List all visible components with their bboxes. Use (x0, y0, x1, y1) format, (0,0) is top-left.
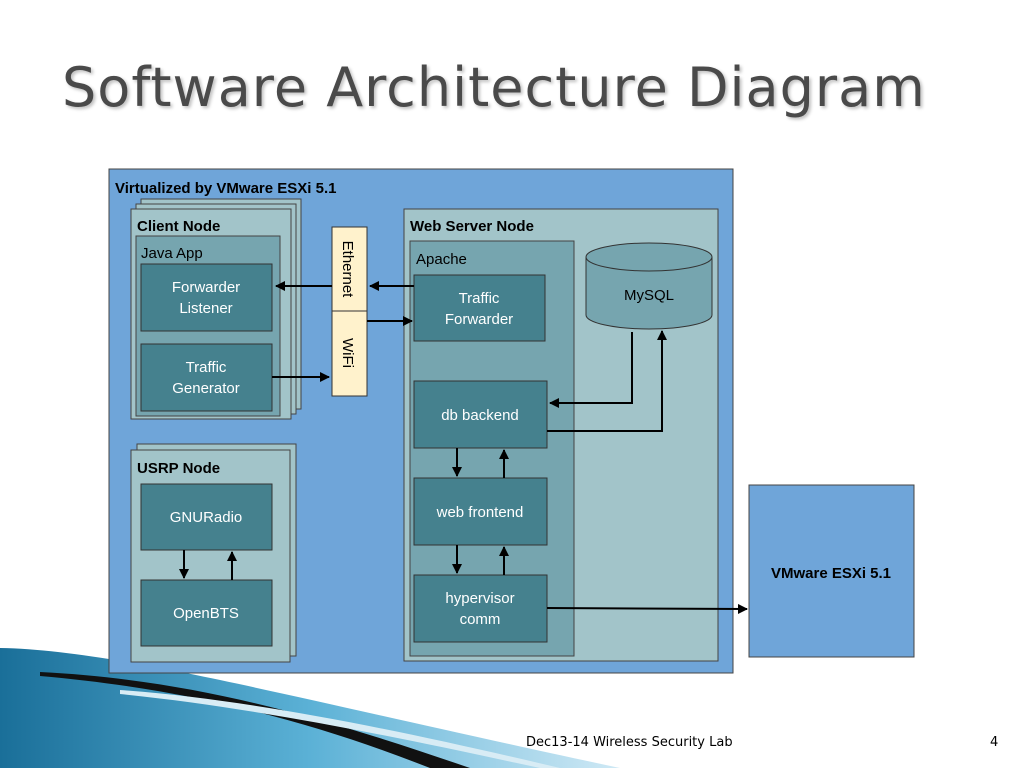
virtualization-label: Virtualized by VMware ESXi 5.1 (115, 180, 336, 197)
mysql-database-icon: MySQL (585, 242, 713, 330)
gnuradio-label: GNURadio (170, 509, 243, 526)
mysql-label: MySQL (624, 287, 674, 304)
slide-title: Software Architecture Diagram (62, 56, 926, 119)
forwarder-listener-box (140, 263, 273, 332)
decorative-swoosh (0, 648, 620, 768)
arrow-db-to-mysql (547, 330, 667, 432)
connection-arrows (179, 281, 748, 614)
traffic-generator-label-1: Traffic (186, 359, 227, 376)
traffic-generator-label-2: Generator (172, 380, 240, 397)
hypervisor-comm-box (413, 574, 548, 643)
db-backend-label: db backend (441, 407, 519, 424)
traffic-forwarder-label-2: Forwarder (445, 311, 513, 328)
footer-text: Dec13-14 Wireless Security Lab (526, 735, 733, 750)
usrp-node-label: USRP Node (137, 460, 220, 477)
arrow-mysql-to-db (549, 332, 633, 408)
traffic-generator-box (140, 343, 273, 412)
forwarder-listener-label-1: Forwarder (172, 279, 240, 296)
web-frontend-label: web frontend (436, 504, 524, 521)
client-node: Client Node Java App Forwarder Listener … (130, 198, 302, 420)
gnuradio-box (140, 483, 273, 551)
web-server-node: Web Server Node Apache Traffic Forwarder… (403, 208, 719, 662)
db-backend-box (413, 380, 548, 449)
apache-label: Apache (416, 251, 467, 268)
web-frontend-box (413, 477, 548, 546)
page-number: 4 (990, 735, 999, 750)
wifi-box (331, 310, 368, 397)
esxi-box (748, 484, 915, 658)
hypervisor-comm-label-2: comm (460, 611, 501, 628)
traffic-forwarder-label-1: Traffic (459, 290, 500, 307)
arrow-hypervisor-to-esxi (546, 603, 748, 614)
ethernet-label: Ethernet (339, 241, 356, 299)
network-interfaces: Ethernet WiFi (331, 226, 368, 397)
wifi-label: WiFi (339, 338, 356, 368)
ethernet-box (331, 226, 368, 312)
openbts-label: OpenBTS (173, 605, 239, 622)
client-node-label: Client Node (137, 218, 220, 235)
usrp-node: USRP Node GNURadio OpenBTS (130, 443, 297, 663)
esxi-label: VMware ESXi 5.1 (771, 565, 891, 582)
forwarder-listener-label-2: Listener (179, 300, 232, 317)
hypervisor-comm-label-1: hypervisor (445, 590, 514, 607)
web-server-node-label: Web Server Node (410, 218, 534, 235)
traffic-forwarder-box (413, 274, 546, 342)
openbts-box (140, 579, 273, 647)
java-app-label: Java App (141, 245, 203, 262)
